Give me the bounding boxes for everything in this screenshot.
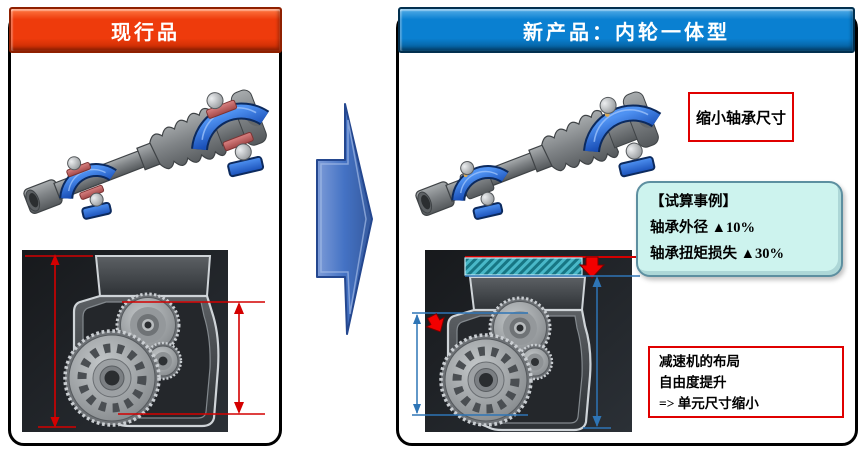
transition-arrow [316, 103, 373, 335]
new-gearbox-section-image [412, 250, 640, 432]
layout-line-3: => 单元尺寸缩小 [659, 396, 759, 411]
bearing-ball [625, 142, 643, 160]
output-gear [439, 333, 533, 427]
bearing-ball [234, 143, 252, 161]
calculation-example-box: 【试算事例】 轴承外径 ▲10% 轴承扭矩损失 ▲30% [636, 181, 843, 277]
reduce-bearing-size-callout: 缩小轴承尺寸 [688, 92, 794, 142]
bearing-right-with-inner-ring [191, 92, 270, 178]
new-shaft-3d-image [415, 91, 662, 220]
calc-title: 【试算事例】 [650, 194, 737, 210]
current-shaft-3d-image [23, 89, 270, 220]
overall-height-dimension [25, 255, 93, 428]
current-gearbox-section-image [22, 250, 265, 432]
bearing-ball [480, 191, 495, 206]
bearing-left-integrated [451, 161, 509, 220]
output-gear [63, 329, 161, 427]
bearing-ball [206, 92, 224, 110]
bearing-ball [89, 192, 104, 207]
height-reduction-arrow-top [578, 256, 606, 279]
bearing-ball [599, 96, 617, 114]
socket-bore [29, 193, 39, 208]
current-product-header: 现行品 [9, 7, 282, 53]
bearing-right-integrated [583, 96, 662, 178]
layout-benefit-box: 减速机的布局 自由度提升 => 单元尺寸缩小 [648, 346, 844, 418]
gear-cavity-dimension [118, 301, 265, 415]
new-product-header: 新产品：内轮一体型 [398, 7, 855, 53]
bearing-ball [67, 156, 82, 171]
socket-bore [421, 195, 431, 210]
layout-line-2: 自由度提升 [659, 375, 727, 390]
worm-shaft-assembly-integrated [415, 91, 662, 220]
height-reduction-arrow-left [425, 312, 445, 333]
new-height-dimension [465, 275, 640, 429]
bearing-ball [460, 161, 475, 176]
reduce-bearing-size-text: 缩小轴承尺寸 [695, 110, 786, 127]
current-product-title: 现行品 [111, 21, 180, 44]
cavity-height-dimension [412, 312, 528, 416]
worm-shaft-assembly [23, 89, 270, 220]
new-product-title: 新产品：内轮一体型 [523, 21, 730, 44]
calc-line-outer-diameter: 轴承外径 ▲10% [650, 220, 755, 236]
bearing-left-with-inner-ring [59, 156, 117, 220]
layout-line-1: 减速机的布局 [659, 354, 740, 369]
calc-line-torque-loss: 轴承扭矩损失 ▲30% [650, 246, 784, 262]
removed-height-hatch-strip [464, 257, 583, 276]
